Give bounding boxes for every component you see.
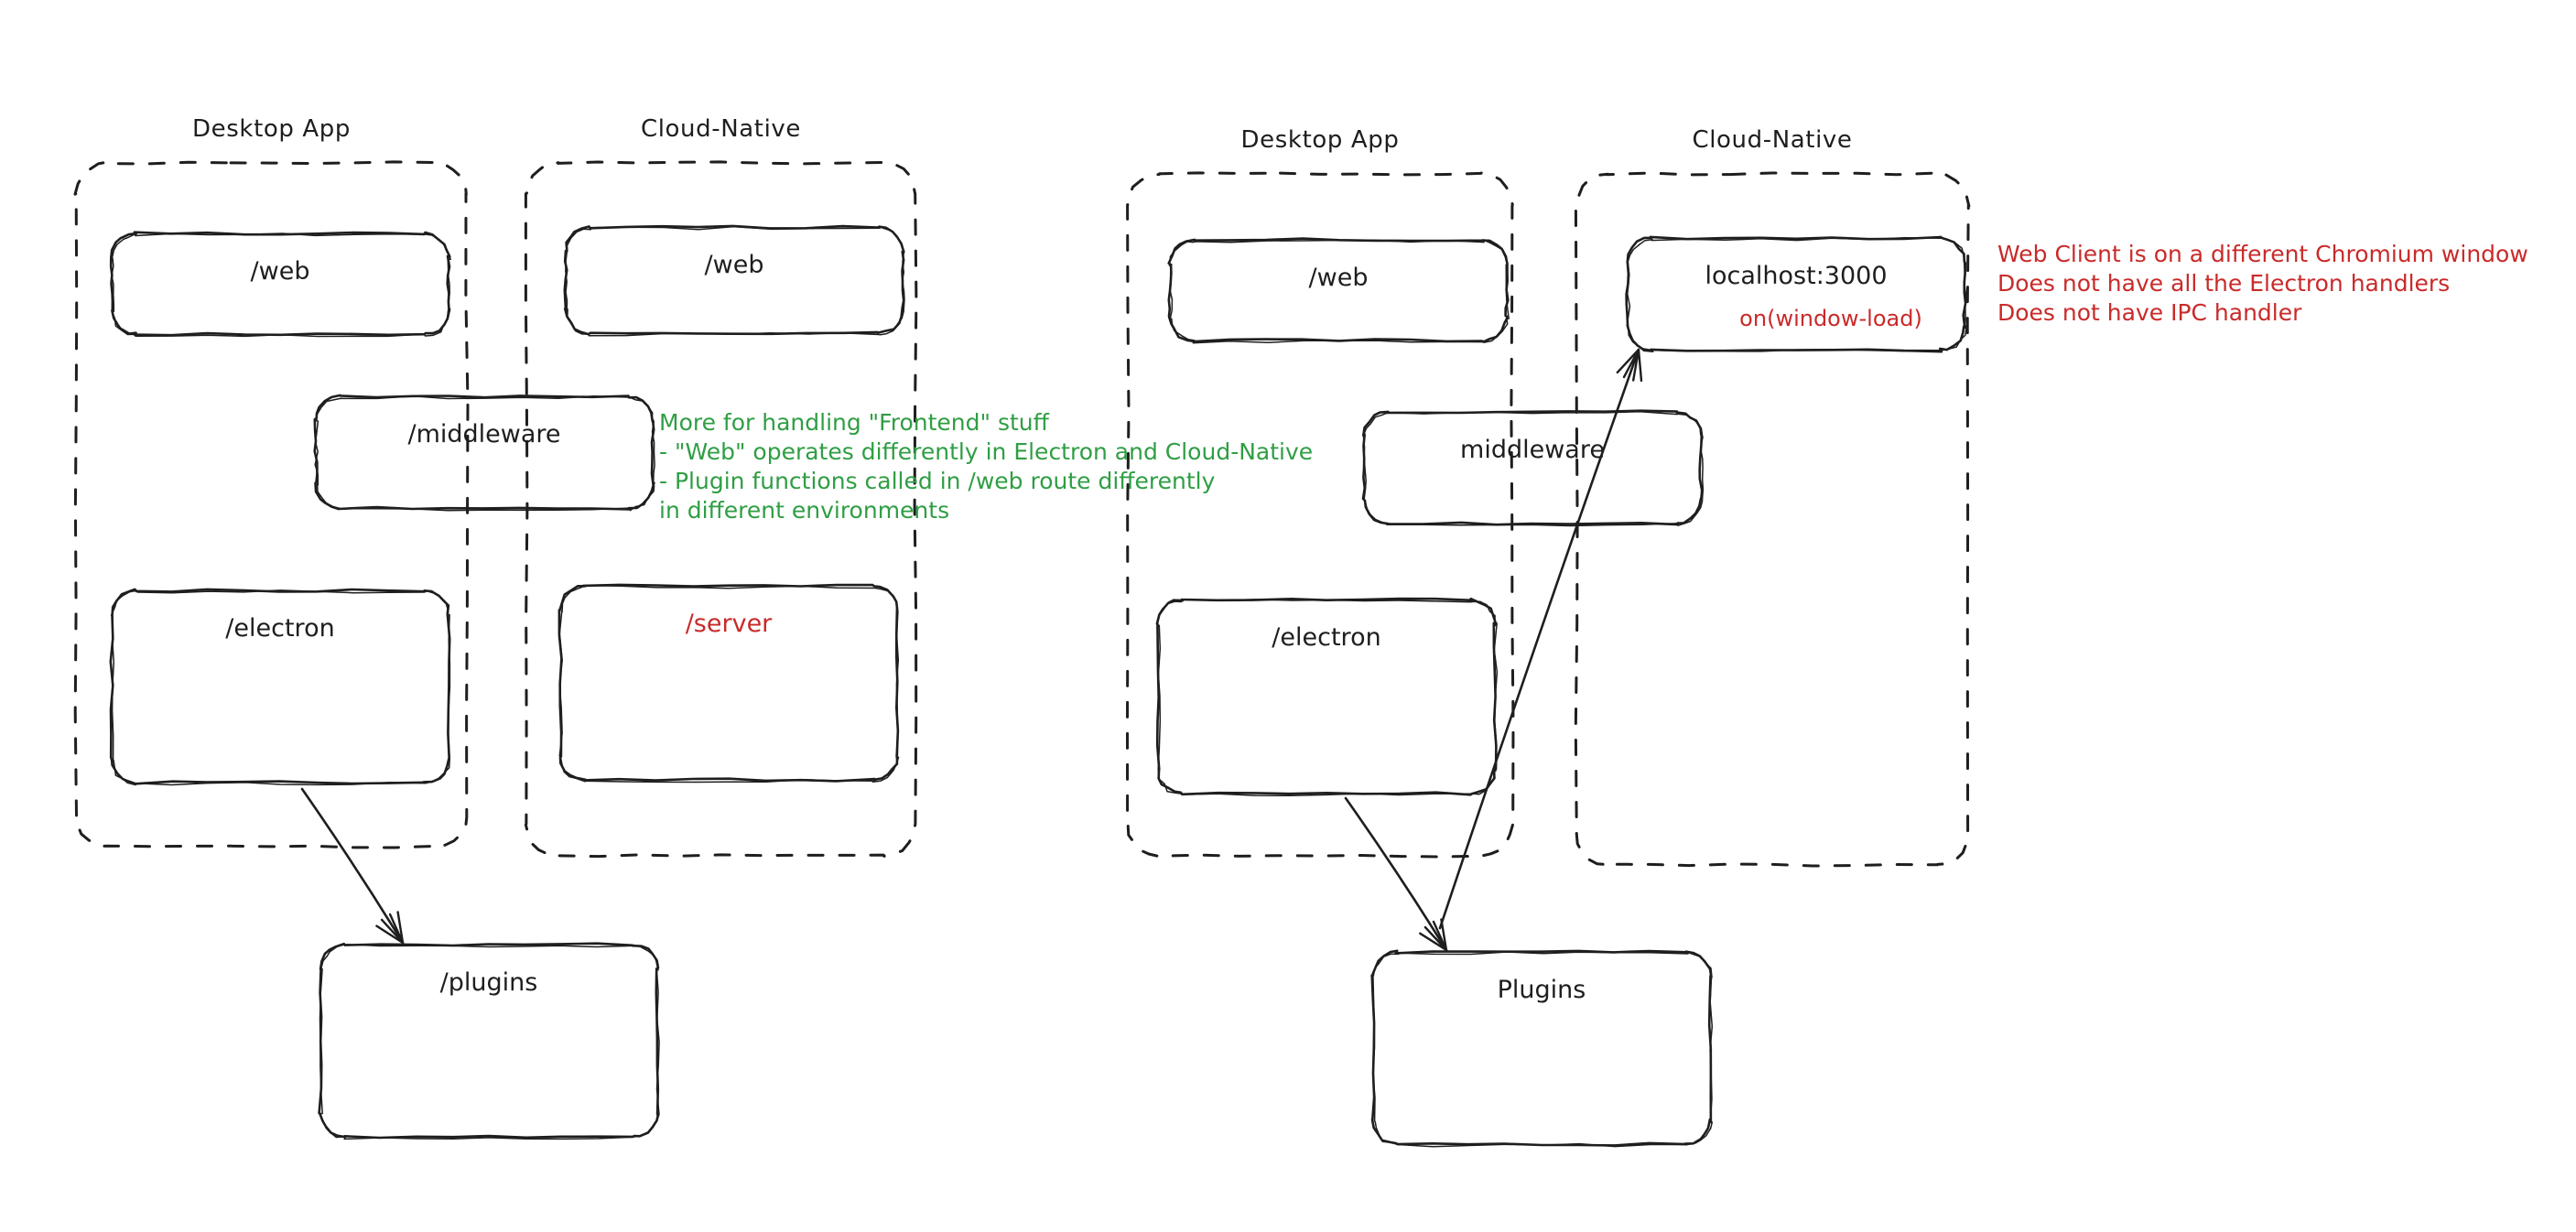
arrowhead-left-electron-to-plugins <box>375 911 405 945</box>
arrow-left-electron-to-plugins <box>300 787 405 945</box>
arrowhead-right-electron-to-plugins <box>1419 918 1448 952</box>
group-label-right-desktop-app: Desktop App <box>1240 126 1400 154</box>
node-outline-2-left-web-cloud <box>565 225 905 337</box>
node-label-right-electron[interactable]: /electron <box>1272 623 1381 652</box>
node-label-left-web-electron[interactable]: /web <box>250 257 310 286</box>
group-label-right-cloud-native: Cloud-Native <box>1692 126 1853 154</box>
node-label-left-server[interactable]: /server <box>685 610 773 638</box>
node-label-left-electron[interactable]: /electron <box>225 614 335 643</box>
node-outline-left-web-cloud[interactable] <box>563 224 905 336</box>
arrowhead-right-electron-to-localhost <box>1622 348 1640 382</box>
arrowhead-right-electron-to-localhost <box>1616 348 1643 383</box>
node-outline-right-middleware[interactable] <box>1361 409 1704 526</box>
node-outline-2-right-localhost <box>1626 237 1968 353</box>
node-label-right-localhost[interactable]: localhost:3000 <box>1705 262 1888 290</box>
note-web-client-note: Web Client is on a different Chromium wi… <box>1997 241 2528 326</box>
arrowhead-left-electron-to-plugins <box>380 913 405 945</box>
node-label-left-plugins[interactable]: /plugins <box>439 968 538 997</box>
node-outline-left-middleware[interactable] <box>313 394 655 511</box>
group-label-left-desktop-app: Desktop App <box>192 115 351 143</box>
node-outline-2-left-middleware <box>314 394 655 512</box>
node-outline-right-localhost[interactable] <box>1625 235 1967 352</box>
node-label-right-plugins[interactable]: Plugins <box>1497 976 1586 1004</box>
node-label-right-middleware[interactable]: middleware <box>1460 436 1605 464</box>
note-frontend-note: More for handling "Frontend" stuff - "We… <box>659 409 1314 524</box>
group-label-left-cloud-native: Cloud-Native <box>640 115 802 143</box>
node-label-left-middleware[interactable]: /middleware <box>407 420 561 448</box>
node-label-left-web-cloud[interactable]: /web <box>704 251 764 279</box>
arrow-right-electron-to-plugins <box>1344 796 1448 952</box>
node-outline-2-right-middleware <box>1362 410 1705 527</box>
node-sublabel-right-localhost: on(window-load) <box>1739 306 1922 331</box>
arrowhead-right-electron-to-plugins <box>1423 920 1448 952</box>
node-label-right-web-electron[interactable]: /web <box>1308 264 1369 292</box>
